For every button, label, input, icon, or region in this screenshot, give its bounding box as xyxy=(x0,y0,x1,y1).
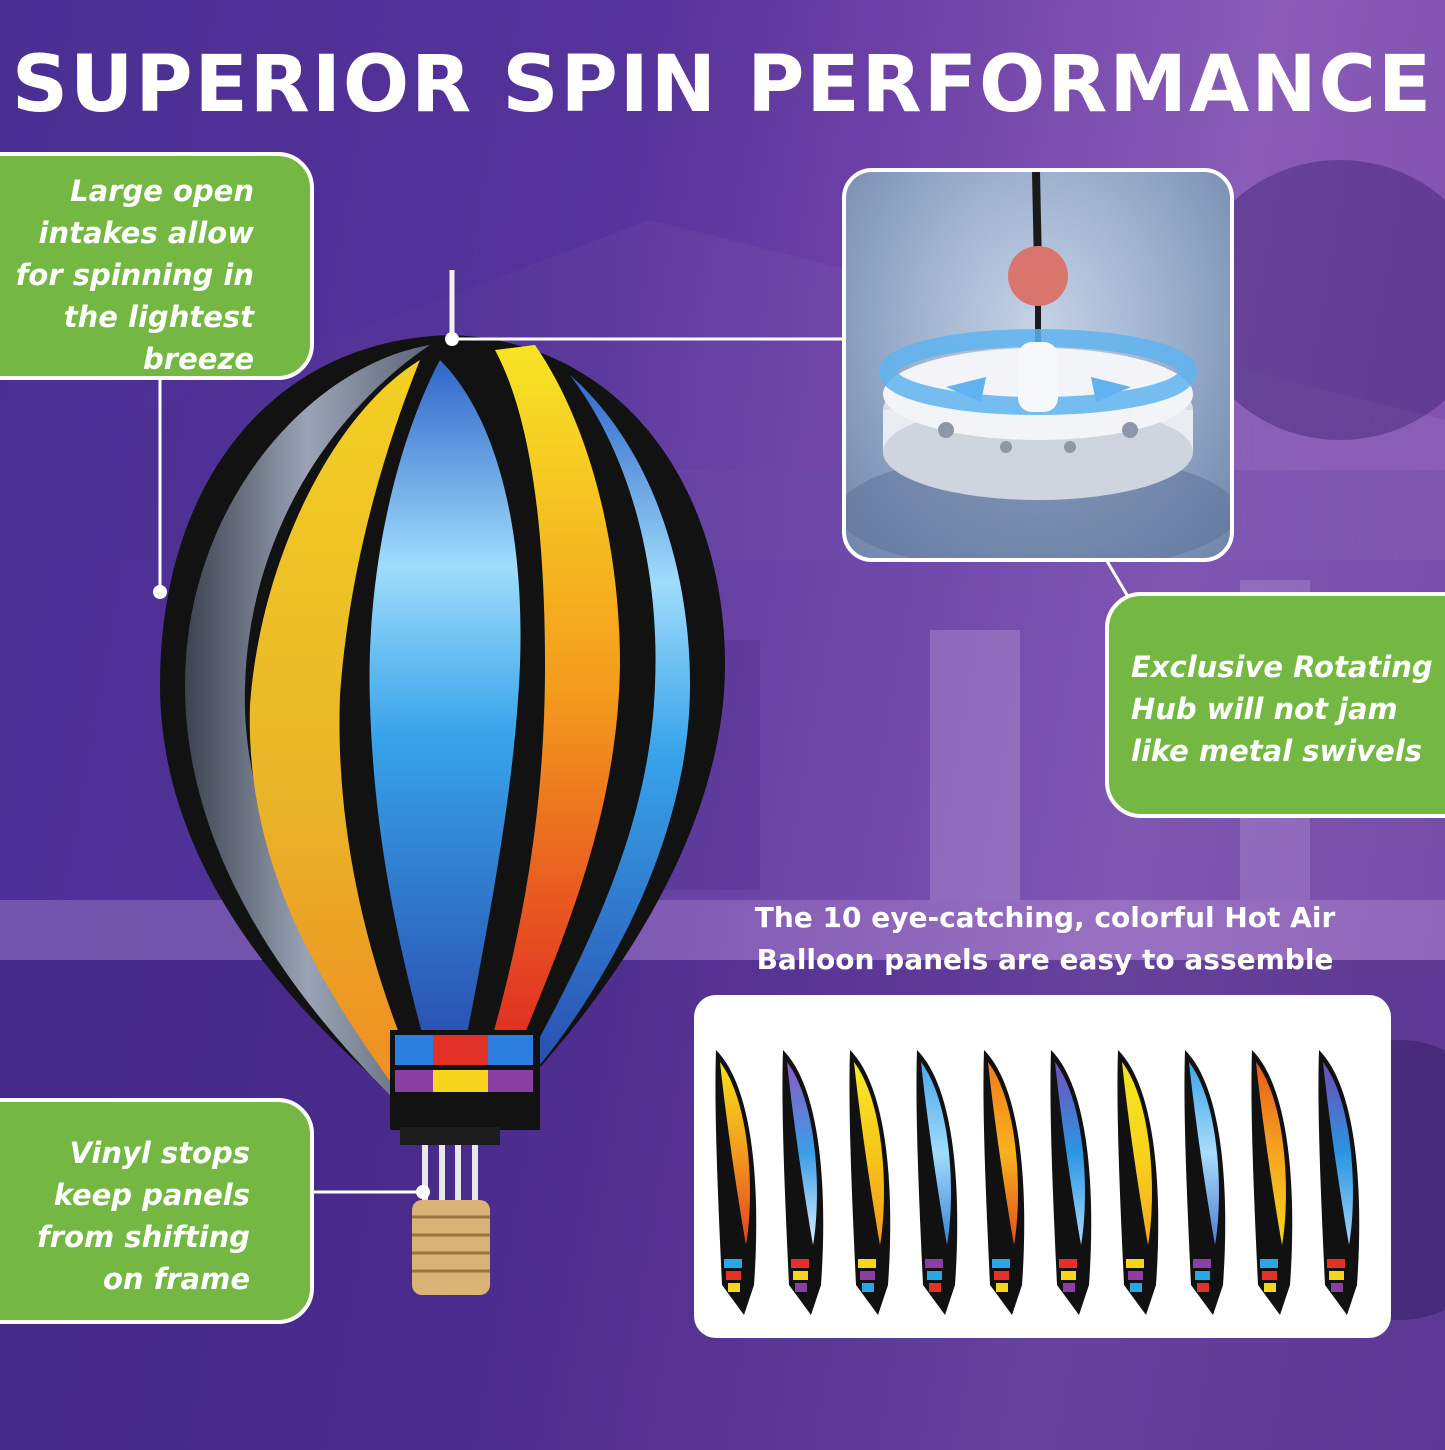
page-title: SUPERIOR SPIN PERFORMANCE xyxy=(11,40,1434,130)
callout-vinyl-stops: Vinyl stops keep panels from shifting on… xyxy=(0,1098,314,1324)
callout-line: like metal swivels xyxy=(1131,734,1423,768)
hot-air-balloon-illustration xyxy=(160,270,725,1295)
balloon-panel xyxy=(849,1050,891,1315)
callout-line: Vinyl stops xyxy=(69,1136,250,1170)
panels-caption: The 10 eye-catching, colorful Hot Air Ba… xyxy=(700,897,1390,981)
callout-line: Hub will not jam xyxy=(1131,692,1398,726)
callout-line: breeze xyxy=(143,342,254,376)
callout-line: Exclusive Rotating xyxy=(1131,650,1433,684)
callout-line: from shifting xyxy=(37,1220,250,1254)
callout-rotating-hub: Exclusive Rotating Hub will not jam like… xyxy=(1105,592,1445,818)
callout-line: keep panels xyxy=(53,1178,250,1212)
callout-line: intakes allow xyxy=(38,216,254,250)
balloon-panel xyxy=(1050,1050,1092,1315)
callout-line: on frame xyxy=(102,1262,250,1296)
rotating-hub-image xyxy=(842,168,1234,562)
panels-caption-line: The 10 eye-catching, colorful Hot Air xyxy=(754,901,1336,934)
balloon-panel xyxy=(916,1050,958,1315)
balloon-panels-illustration xyxy=(715,1050,1360,1315)
balloon-panel xyxy=(715,1050,757,1315)
callout-large-open-intakes: Large open intakes allow for spinning in… xyxy=(0,152,314,380)
panels-caption-line: Balloon panels are easy to assemble xyxy=(756,943,1334,976)
balloon-panel xyxy=(983,1050,1025,1315)
balloon-panel xyxy=(1251,1050,1293,1315)
balloon-panel xyxy=(1117,1050,1159,1315)
balloon-panel xyxy=(1318,1050,1360,1315)
balloon-panel xyxy=(782,1050,824,1315)
rotating-hub-illustration xyxy=(846,172,1230,558)
balloon-panel xyxy=(1184,1050,1226,1315)
callout-line: Large open xyxy=(70,174,254,208)
callout-line: for spinning in xyxy=(15,258,254,292)
callout-line: the lightest xyxy=(63,300,254,334)
balloon-panels-box xyxy=(694,995,1391,1338)
